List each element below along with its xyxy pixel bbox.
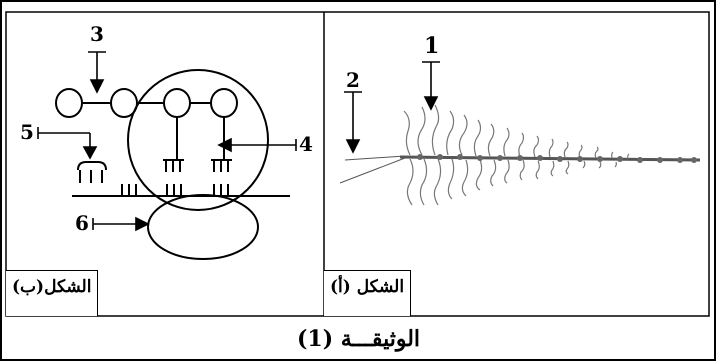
small-subunit (147, 194, 259, 260)
micrograph-mrna (399, 155, 701, 162)
large-subunit (127, 69, 269, 211)
mrna-codons (121, 184, 229, 196)
arrows-left (37, 51, 297, 232)
arrows-right (344, 61, 440, 154)
panels-border (5, 11, 710, 317)
figure-caption: الوثيقـــة (1) (297, 326, 421, 352)
free-trna (77, 161, 107, 183)
label-2: 2 (346, 68, 360, 92)
amino-acid (163, 88, 191, 118)
panel-label-a: الشكل (أ) (324, 270, 412, 316)
trna-a-site (211, 117, 232, 172)
label-4: 4 (299, 132, 313, 156)
amino-acid (55, 88, 83, 118)
ribosome-diagram (55, 69, 290, 260)
label-1: 1 (424, 33, 440, 59)
polysome-micrograph (339, 104, 701, 206)
label-3: 3 (90, 22, 104, 46)
amino-acid (110, 88, 138, 118)
trna-p-site (163, 117, 184, 172)
panel-label-b: الشكل(ب) (6, 270, 99, 316)
label-5: 5 (20, 120, 34, 144)
amino-acid (210, 88, 238, 118)
label-6: 6 (75, 211, 89, 235)
